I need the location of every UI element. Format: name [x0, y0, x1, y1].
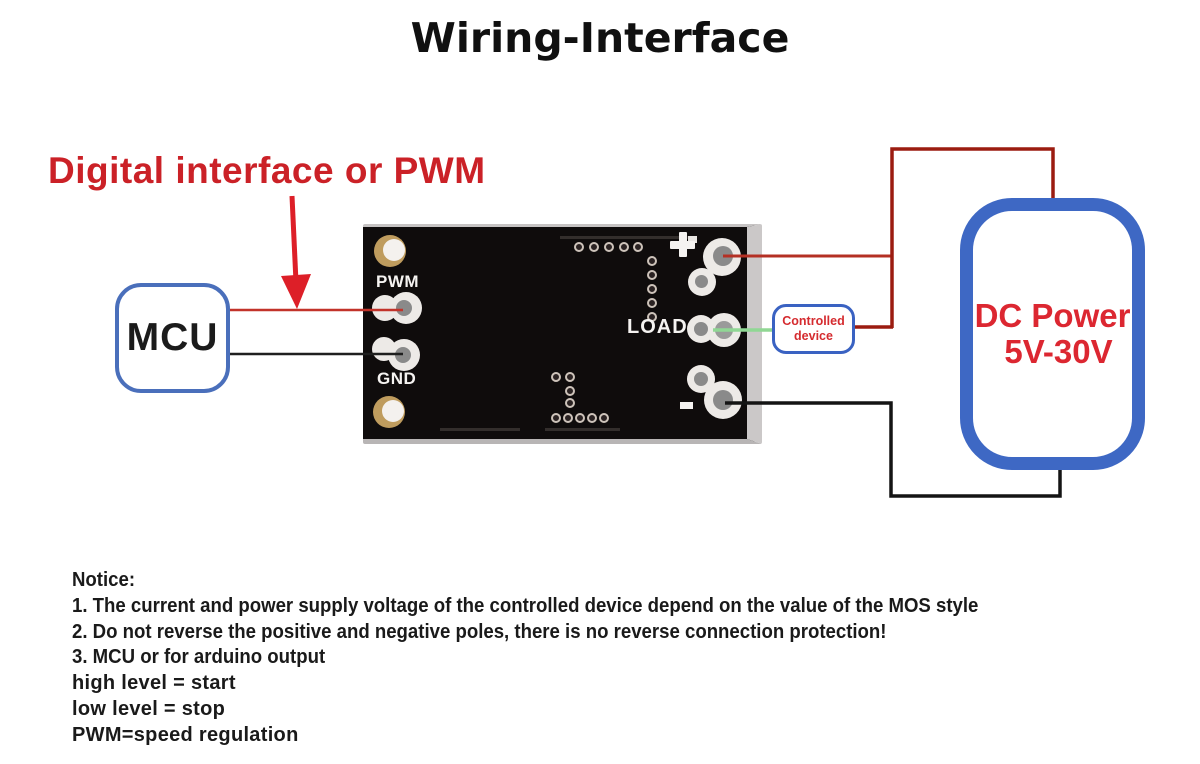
via	[647, 270, 657, 280]
notice-line-1: 1. The current and power supply voltage …	[72, 594, 979, 617]
silkscreen-mark	[545, 428, 620, 431]
via	[647, 284, 657, 294]
via	[599, 413, 609, 423]
via	[551, 413, 561, 423]
via	[604, 242, 614, 252]
plus-icon	[679, 232, 687, 257]
via	[647, 256, 657, 266]
via	[575, 413, 585, 423]
via	[574, 242, 584, 252]
via	[589, 242, 599, 252]
page-title: Wiring-Interface	[410, 14, 790, 62]
dc-power-label: DC Power	[974, 296, 1131, 334]
silkscreen-mark	[560, 236, 690, 239]
controlled-device-box: Controlled device	[772, 304, 855, 354]
legend-high-level: high level = start	[72, 672, 236, 695]
via	[565, 398, 575, 408]
gnd-pad-hole	[395, 347, 411, 363]
via	[551, 372, 561, 382]
arrow-down-icon	[281, 274, 311, 309]
via	[647, 298, 657, 308]
dc-power-box: DC Power 5V-30V	[960, 198, 1145, 470]
legend-low-level: low level = stop	[72, 697, 226, 720]
mounting-hole-top-left	[374, 235, 406, 267]
notice-heading: Notice:	[72, 569, 136, 591]
notice-block: Notice: 1. The current and power supply …	[72, 568, 1172, 749]
plus-pad-hole	[713, 246, 733, 266]
controlled-device-label-line2: device	[794, 329, 833, 343]
via	[565, 372, 575, 382]
load-pad-hole	[694, 322, 708, 336]
plus-pad-hole	[695, 275, 708, 288]
notice-line-2: 2. Do not reverse the positive and negat…	[72, 620, 887, 643]
minus-pad-hole	[713, 390, 733, 410]
gnd-pin-label: GND	[377, 369, 417, 388]
dc-power-voltage-range: 5V-30V	[1004, 333, 1113, 370]
pwm-pad-hole	[396, 300, 412, 316]
via	[565, 386, 575, 396]
via	[647, 312, 657, 322]
mounting-hole-bore	[383, 239, 405, 261]
via	[563, 413, 573, 423]
via	[587, 413, 597, 423]
silkscreen-mark	[688, 236, 697, 243]
mounting-hole-bottom-left	[373, 396, 405, 428]
silkscreen-mark	[440, 428, 520, 431]
pwm-pin-label: PWM	[376, 272, 420, 291]
mounting-hole-bore	[382, 400, 404, 422]
mcu-label: MCU	[126, 316, 219, 359]
notice-line-3: 3. MCU or for arduino output	[72, 646, 326, 669]
mcu-box: MCU	[115, 283, 230, 393]
minus-icon	[680, 402, 693, 409]
via	[633, 242, 643, 252]
legend-pwm: PWM=speed regulation	[72, 723, 299, 746]
annotation-digital-interface: Digital interface or PWM	[48, 150, 486, 191]
via	[619, 242, 629, 252]
controlled-device-label-line1: Controlled	[782, 314, 845, 328]
load-pin-label: LOAD	[627, 316, 688, 338]
minus-pad-hole	[694, 372, 708, 386]
load-pad-hole	[715, 321, 733, 339]
arrow-down-icon	[289, 195, 299, 283]
